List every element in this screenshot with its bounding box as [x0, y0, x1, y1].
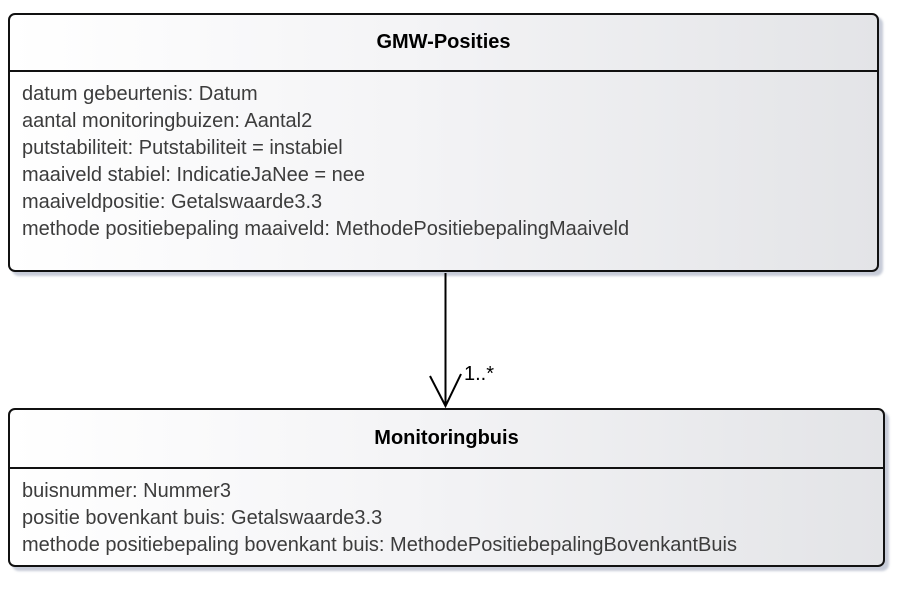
attribute-line: maaiveldpositie: Getalswaarde3.3	[22, 191, 323, 213]
class-box-monitoringbuis: Monitoringbuis buisnummer: Nummer3 posit…	[8, 408, 885, 567]
attribute-line: maaiveld stabiel: IndicatieJaNee = nee	[22, 164, 365, 186]
attribute-line: methode positiebepaling maaiveld: Method…	[22, 218, 630, 240]
class-box-gmw-posities: GMW-Posities datum gebeurtenis: Datum aa…	[8, 13, 879, 272]
attribute-line: positie bovenkant buis: Getalswaarde3.3	[22, 507, 383, 529]
attribute-line: aantal monitoringbuizen: Aantal2	[22, 110, 313, 132]
attribute-line: putstabiliteit: Putstabiliteit = instabi…	[22, 137, 343, 159]
multiplicity-label: 1..*	[464, 363, 495, 385]
attribute-compartment: datum gebeurtenis: Datum aantal monitori…	[10, 72, 877, 243]
attribute-line: methode positiebepaling bovenkant buis: …	[22, 534, 737, 556]
open-arrowhead-icon	[429, 373, 462, 409]
class-title-gmw-posities: GMW-Posities	[10, 15, 877, 72]
class-title-monitoringbuis: Monitoringbuis	[10, 410, 883, 469]
attribute-line: datum gebeurtenis: Datum	[22, 83, 258, 105]
attribute-compartment: buisnummer: Nummer3 positie bovenkant bu…	[10, 469, 883, 559]
attribute-line: buisnummer: Nummer3	[22, 480, 231, 502]
